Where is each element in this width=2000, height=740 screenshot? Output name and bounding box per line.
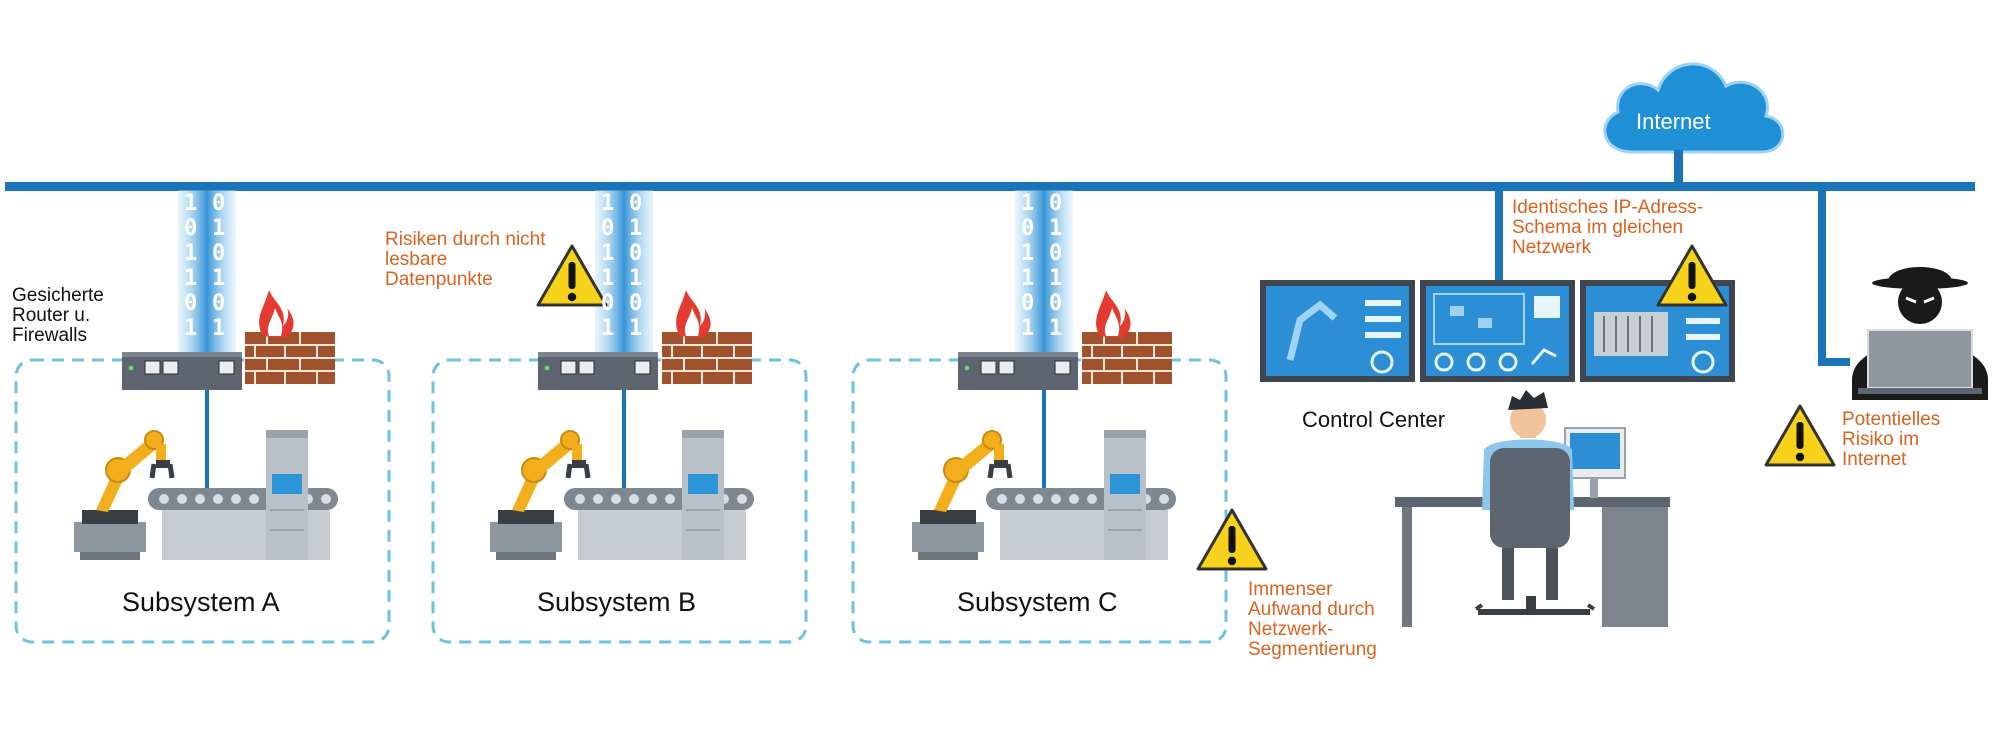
binary-digit: 0 — [212, 191, 226, 216]
laptop-icon — [1858, 329, 1982, 394]
subsystem-a-label: Subsystem A — [122, 587, 280, 617]
binary-digit: 0 — [601, 291, 615, 316]
binary-digit: 1 — [184, 316, 198, 341]
binary-digit: 0 — [212, 241, 226, 266]
binary-digit: 1 — [1049, 266, 1063, 291]
binary-digit: 1 — [629, 316, 643, 341]
segmentation-effort-label: Immenser Aufwand durch Netzwerk- Segment… — [1248, 579, 1377, 660]
warning-icon — [1196, 508, 1268, 571]
router-link — [1042, 390, 1046, 496]
binary-digit: 0 — [184, 216, 198, 241]
binary-digit: 0 — [629, 241, 643, 266]
binary-digit: 1 — [601, 266, 615, 291]
internet-label: Internet — [1636, 109, 1711, 134]
binary-digit: 0 — [1021, 216, 1035, 241]
binary-digit: 1 — [212, 316, 226, 341]
subsystem-b-label: Subsystem B — [537, 587, 697, 617]
data-beam-a — [178, 190, 236, 352]
subsystem-c-label: Subsystem C — [957, 587, 1118, 617]
data-beam-c — [1015, 190, 1073, 352]
data-beam-b — [595, 190, 653, 352]
router-link — [622, 390, 626, 496]
binary-digit: 0 — [601, 216, 615, 241]
binary-digit: 1 — [184, 266, 198, 291]
binary-digit: 1 — [1021, 316, 1035, 341]
binary-digit: 1 — [184, 191, 198, 216]
router-icon — [537, 351, 659, 391]
binary-digit: 1 — [212, 266, 226, 291]
router-icon — [957, 351, 1079, 391]
monitor-icon — [1420, 280, 1575, 382]
firewall-icon — [244, 289, 336, 385]
control-center-connector — [1495, 187, 1503, 285]
binary-digit: 0 — [1049, 291, 1063, 316]
binary-digit: 1 — [601, 316, 615, 341]
unreadable-data-risk-label: Risiken durch nicht lesbare Datenpunkte — [385, 229, 546, 290]
binary-digit: 1 — [601, 241, 615, 266]
firewall-icon — [1081, 289, 1173, 385]
binary-digit: 0 — [212, 291, 226, 316]
binary-digit: 0 — [629, 191, 643, 216]
binary-digit: 0 — [1049, 241, 1063, 266]
firewall-icon — [661, 289, 753, 385]
identical-ip-risk-label: Identisches IP-Adress- Schema im gleiche… — [1512, 197, 1704, 258]
binary-digit: 0 — [1021, 291, 1035, 316]
router-icon — [121, 351, 243, 391]
internet-risk-label: Potentielles Risiko im Internet — [1842, 409, 1941, 470]
binary-digit: 1 — [184, 241, 198, 266]
control-center-label: Control Center — [1302, 407, 1446, 432]
cloud-connector — [1674, 150, 1683, 186]
binary-digit: 1 — [1021, 241, 1035, 266]
router-link — [205, 390, 209, 496]
binary-digit: 1 — [212, 216, 226, 241]
binary-digit: 0 — [629, 291, 643, 316]
warning-icon — [1764, 404, 1836, 467]
secured-router-label: Gesicherte Router u. Firewalls — [12, 285, 104, 346]
binary-digit: 1 — [1049, 316, 1063, 341]
binary-digit: 0 — [184, 291, 198, 316]
monitor-icon — [1260, 280, 1415, 382]
binary-digit: 1 — [1049, 216, 1063, 241]
cloud-icon — [1603, 62, 1785, 154]
operator-icon — [1474, 390, 1596, 615]
hacker-connector — [1818, 187, 1850, 366]
binary-digit: 1 — [629, 216, 643, 241]
network-backbone-line — [5, 182, 1975, 191]
binary-digit: 1 — [629, 266, 643, 291]
binary-digit: 1 — [601, 191, 615, 216]
monitor-icon — [1564, 427, 1626, 498]
binary-digit: 1 — [1021, 191, 1035, 216]
binary-digit: 1 — [1021, 266, 1035, 291]
binary-digit: 0 — [1049, 191, 1063, 216]
